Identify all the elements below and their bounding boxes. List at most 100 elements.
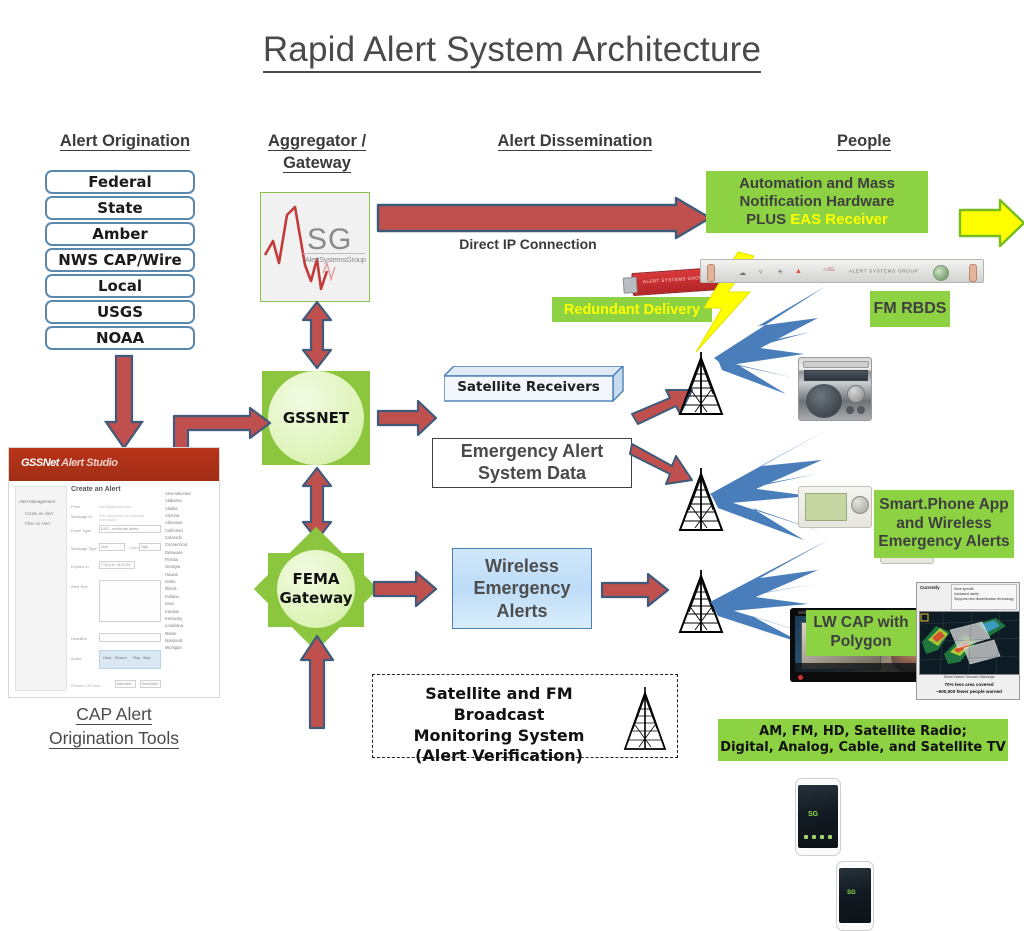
sg-waveform-icon [263, 205, 336, 291]
source-pill-federal[interactable]: Federal [45, 170, 195, 194]
broadcast-tower-icon-3 [676, 568, 726, 634]
fema-gateway-label: FEMA Gateway [279, 570, 352, 608]
source-pill-amber[interactable]: Amber [45, 222, 195, 246]
cap-app-header-bar: GSSNet Alert Studio [9, 448, 219, 481]
cap-label-event-type: Event Type [71, 528, 91, 533]
cap-button-new-alert[interactable] [115, 680, 136, 688]
architecture-diagram: Rapid Alert System Architecture Alert Or… [8, 30, 1024, 931]
smartphone-app-icon-row [802, 833, 834, 840]
radar-legend-item-1: More specific [954, 587, 974, 591]
radio-button-1[interactable] [846, 406, 854, 414]
broadcast-line-1: AM, FM, HD, Satellite Radio; [759, 724, 967, 740]
alert-systems-group-logo-card: SG AlertSystemsGroup [260, 192, 370, 302]
eas-data-line-1: Emergency Alert [460, 441, 604, 462]
broadcast-line-2: Digital, Analog, Cable, and Satellite TV [720, 740, 1006, 755]
cap-input-headline[interactable] [99, 633, 161, 642]
cap-button-clear[interactable]: Clear [103, 656, 112, 660]
cap-app-brand-primary: GSSNet [21, 457, 59, 469]
smartphone-line-1: Smart.Phone App [879, 495, 1009, 513]
cap-select-urgency[interactable] [139, 543, 161, 551]
cap-audio-toolbar[interactable]: Clear Record Play Stop [99, 650, 161, 669]
arrow-direct-ip-connection [376, 196, 712, 240]
smartphone-line-3: Emergency Alerts [878, 533, 1010, 551]
fm-rbds-label: FM RBDS [873, 300, 947, 318]
cap-app-brand-secondary: Alert Studio [61, 457, 118, 469]
cap-create-alert-form[interactable]: Create an Alert From alert@gssnet.com Me… [71, 486, 161, 691]
gssnet-node[interactable]: GSSNET [268, 371, 364, 465]
lw-cap-polygon-badge: LW CAP with Polygon [806, 610, 916, 656]
automation-line-2: Notification Hardware [739, 192, 895, 210]
arrow-sg-gssnet-bidirectional [300, 300, 334, 370]
cap-value-message-type: Alert [101, 545, 109, 549]
cap-link-preview[interactable]: Preview CAP Alert [71, 684, 101, 688]
monitoring-line-1: Satellite and FM Broadcast [425, 684, 573, 724]
cap-label-alert-text: Alert Text [71, 584, 88, 589]
wea-line-1: Wireless [485, 555, 559, 576]
wireless-emergency-alerts-box: Wireless Emergency Alerts [452, 548, 592, 629]
cap-select-event-type[interactable] [99, 525, 161, 533]
redundant-delivery-label: Redundant Delivery [563, 301, 701, 318]
source-pill-nws-cap-wire[interactable]: NWS CAP/Wire [45, 248, 195, 272]
radar-legend-box: More specific Increased clarity Supports… [951, 584, 1017, 610]
cap-caption-line-1: CAP Alert [76, 704, 152, 725]
radio-volume-knob[interactable] [847, 385, 865, 403]
cap-label-message-type: Message Type [71, 546, 97, 551]
rack-power-knob[interactable] [933, 265, 949, 281]
fema-line-1: FEMA [292, 570, 340, 589]
cap-textarea-alert-text[interactable] [99, 580, 161, 622]
cap-button-record[interactable]: Record [115, 656, 127, 660]
broadcast-waves-tower-1 [700, 282, 830, 394]
cap-sidebar-tree[interactable]: Alert Management Create an Alert Filter … [15, 486, 67, 691]
radar-legend-item-2: Increased clarity [954, 592, 979, 597]
arrow-wea-to-tower-bottom [600, 572, 670, 608]
lwcap-line-1: LW CAP with [813, 614, 909, 632]
cap-select-message-type[interactable] [99, 543, 125, 551]
cap-button-send-alert[interactable] [140, 680, 161, 688]
source-pill-noaa[interactable]: NOAA [45, 326, 195, 350]
arrow-monitoring-to-fema [299, 634, 335, 730]
cap-button-play[interactable]: Play [133, 656, 140, 660]
fema-gateway-node[interactable]: FEMA Gateway [277, 550, 355, 628]
cap-label-message-id: Message ID [71, 514, 93, 519]
fema-line-2: Gateway [279, 589, 353, 607]
tv-power-led [798, 675, 803, 680]
cap-value-urgency: High [141, 545, 149, 549]
cap-label-audio: Audio [71, 656, 82, 661]
source-pill-local[interactable]: Local [45, 274, 195, 298]
cap-label-headline: Headline [71, 636, 87, 641]
column-header-alert-dissemination: Alert Dissemination [497, 132, 653, 151]
rack-handle-right [969, 264, 977, 282]
source-label: NWS CAP/Wire [58, 251, 182, 269]
radar-legend-title: Currently [920, 585, 940, 590]
source-pill-usgs[interactable]: USGS [45, 300, 195, 324]
eas-receiver-rack-unit: ☁ ▿ ☀ ▲ ∿SG ALERT SYSTEMS GROUP [700, 259, 984, 283]
cap-sidebar-item-filter-alert[interactable]: Filter an Alert [25, 521, 50, 526]
cap-value-message-id: Auto-generated on message submission [99, 514, 145, 522]
cap-label-urgency: Urgency [129, 546, 143, 550]
broadcast-tower-icon-monitoring [621, 685, 669, 751]
smartphone-screen-back: SG [839, 868, 871, 923]
broadcast-tower-icon-2 [676, 466, 726, 532]
smartphone-line-2: and Wireless [896, 514, 992, 532]
rack-handle-left [707, 264, 715, 282]
cap-button-stop[interactable]: Stop [143, 656, 151, 660]
cap-alert-studio-screenshot[interactable]: GSSNet Alert Studio Alert Management Cre… [8, 447, 220, 698]
cap-sidebar-item-create-alert[interactable]: Create an Alert [25, 511, 53, 516]
cap-input-expires-in[interactable] [99, 561, 135, 569]
radar-caption-line-1: Storm Based Tornado Warnings [943, 675, 995, 679]
smartphone-image-front: SG [795, 778, 841, 856]
satellite-receivers-label: Satellite Receivers [457, 379, 600, 395]
monitoring-line-3: (Alert Verification) [415, 746, 583, 766]
source-pill-state[interactable]: State [45, 196, 195, 220]
broadcast-waves-tower-3 [700, 536, 836, 646]
arrow-satrx-to-tower-top [630, 386, 694, 426]
redundant-delivery-badge: Redundant Delivery [552, 297, 712, 322]
radio-button-2[interactable] [857, 406, 865, 414]
lcd-speaker-grille-1 [851, 496, 869, 514]
wea-line-3: Alerts [496, 600, 548, 621]
cap-button-send-alert-label: Send Alert [142, 682, 158, 686]
monitoring-line-2: Monitoring System [413, 725, 585, 745]
cap-sidebar-item-alert-management[interactable]: Alert Management [19, 499, 55, 504]
smartphone-screen-front: SG [798, 785, 838, 848]
